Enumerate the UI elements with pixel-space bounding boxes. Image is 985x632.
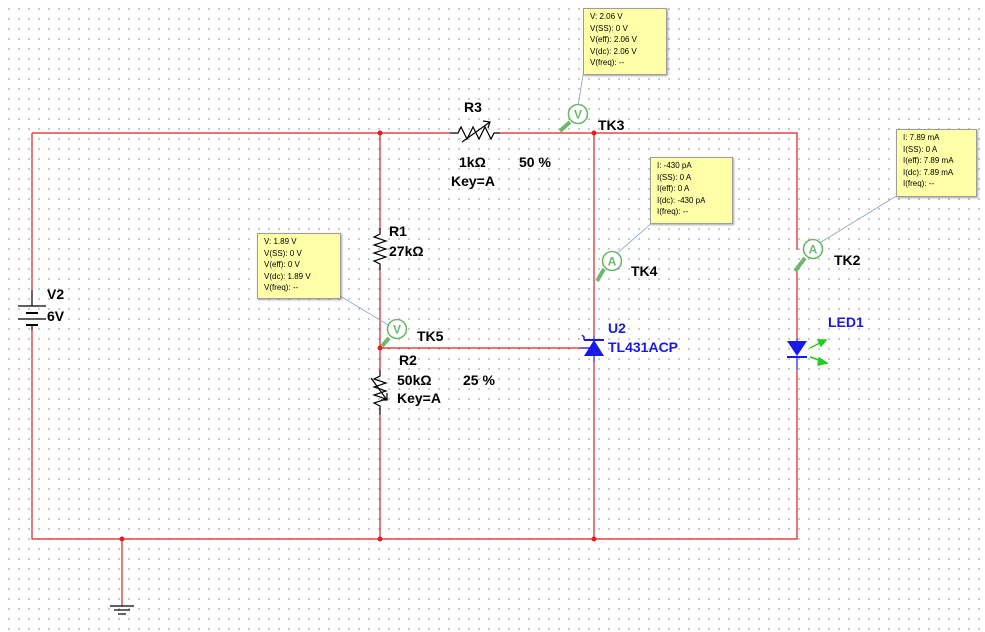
r2-value-label: 50kΩ	[397, 372, 432, 388]
probe-tk2-name: TK2	[834, 252, 861, 268]
probe-tk5-line: V: 1.89 V	[264, 237, 297, 246]
probe-tk3-name: TK3	[598, 117, 625, 133]
wire-top-right	[500, 132, 798, 250]
probe-tk4-symbol: A	[608, 255, 617, 269]
junctions	[119, 130, 597, 542]
v2-name-label: V2	[47, 286, 65, 302]
probe-tk5-line: V(SS): 0 V	[264, 248, 302, 258]
wire-left-bottom	[31, 330, 798, 540]
r1-resistor-symbol	[372, 228, 388, 270]
probe-tk2-line: I(dc): 7.89 mA	[903, 167, 954, 177]
r3-percent-label: 50 %	[519, 154, 551, 170]
probe-tk3-line: V: 2.06 V	[590, 12, 623, 21]
probe-icon-tk2	[793, 238, 824, 273]
probe-tk2-symbol: A	[809, 243, 818, 257]
r3-value-label: 1kΩ	[459, 154, 486, 170]
r3-key-label: Key=A	[451, 173, 495, 189]
probe-tk4-readout[interactable]: I: -430 pA I(SS): 0 A I(eff): 0 A I(dc):…	[650, 157, 733, 224]
r3-resistor-symbol	[450, 120, 500, 143]
probe-tk2-line: I(SS): 0 A	[903, 144, 938, 154]
r1-value-label: 27kΩ	[389, 243, 424, 259]
probe-icon-tk4	[595, 250, 623, 283]
probe-tk4-line: I(SS): 0 A	[657, 172, 692, 182]
led1-symbol	[787, 338, 829, 370]
probe-tk5-name: TK5	[417, 328, 444, 344]
probe-tk3-line: V(dc): 2.06 V	[590, 46, 637, 56]
u2-part-label: TL431ACP	[608, 339, 679, 355]
probe-tk4-line: I(freq): --	[657, 207, 689, 216]
probe-tk5-readout[interactable]: V: 1.89 V V(SS): 0 V V(eff): 0 V V(dc): …	[257, 233, 341, 299]
r3-name-label: R3	[464, 99, 482, 115]
wires	[31, 132, 798, 606]
probe-tk3-line: V(eff): 2.06 V	[590, 35, 637, 44]
r1-name-label: R1	[389, 223, 407, 239]
r2-percent-label: 25 %	[463, 372, 495, 388]
probe-tk4-name: TK4	[631, 263, 658, 279]
u2-regulator-symbol	[580, 334, 604, 362]
probe-tk5-line: V(freq): --	[264, 283, 299, 292]
probe-tk2-readout[interactable]: I: 7.89 mA I(SS): 0 A I(eff): 7.89 mA I(…	[896, 129, 977, 197]
probe-leaders	[339, 74, 899, 327]
probe-tk2-line: I(freq): --	[903, 179, 935, 188]
r2-name-label: R2	[399, 352, 417, 368]
probe-tk3-symbol: V	[574, 108, 582, 122]
probe-tk5-line: V(dc): 1.89 V	[264, 271, 311, 281]
probe-tk3-line: V(freq): --	[590, 58, 625, 67]
probe-tk4-line: I: -430 pA	[657, 161, 692, 170]
probe-tk5-symbol: V	[393, 323, 401, 337]
ground-symbol	[110, 605, 134, 615]
probe-tk4-line: I(eff): 0 A	[657, 184, 690, 193]
probe-icon-tk5	[380, 318, 408, 348]
probe-tk3-line: V(SS): 0 V	[590, 23, 628, 33]
r2-key-label: Key=A	[397, 390, 441, 406]
led1-name-label: LED1	[828, 314, 864, 330]
u2-name-label: U2	[608, 320, 626, 336]
probe-tk2-line: I: 7.89 mA	[903, 133, 940, 142]
probe-icon-tk3	[558, 103, 589, 133]
r2-resistor-symbol	[370, 370, 388, 415]
battery-v2-symbol	[18, 290, 46, 330]
v2-value-label: 6V	[47, 308, 65, 324]
probe-tk5-line: V(eff): 0 V	[264, 260, 300, 269]
probe-tk4-line: I(dc): -430 pA	[657, 195, 706, 205]
probe-tk2-line: I(eff): 7.89 mA	[903, 156, 954, 165]
probe-tk3-readout[interactable]: V: 2.06 V V(SS): 0 V V(eff): 2.06 V V(dc…	[583, 8, 667, 75]
